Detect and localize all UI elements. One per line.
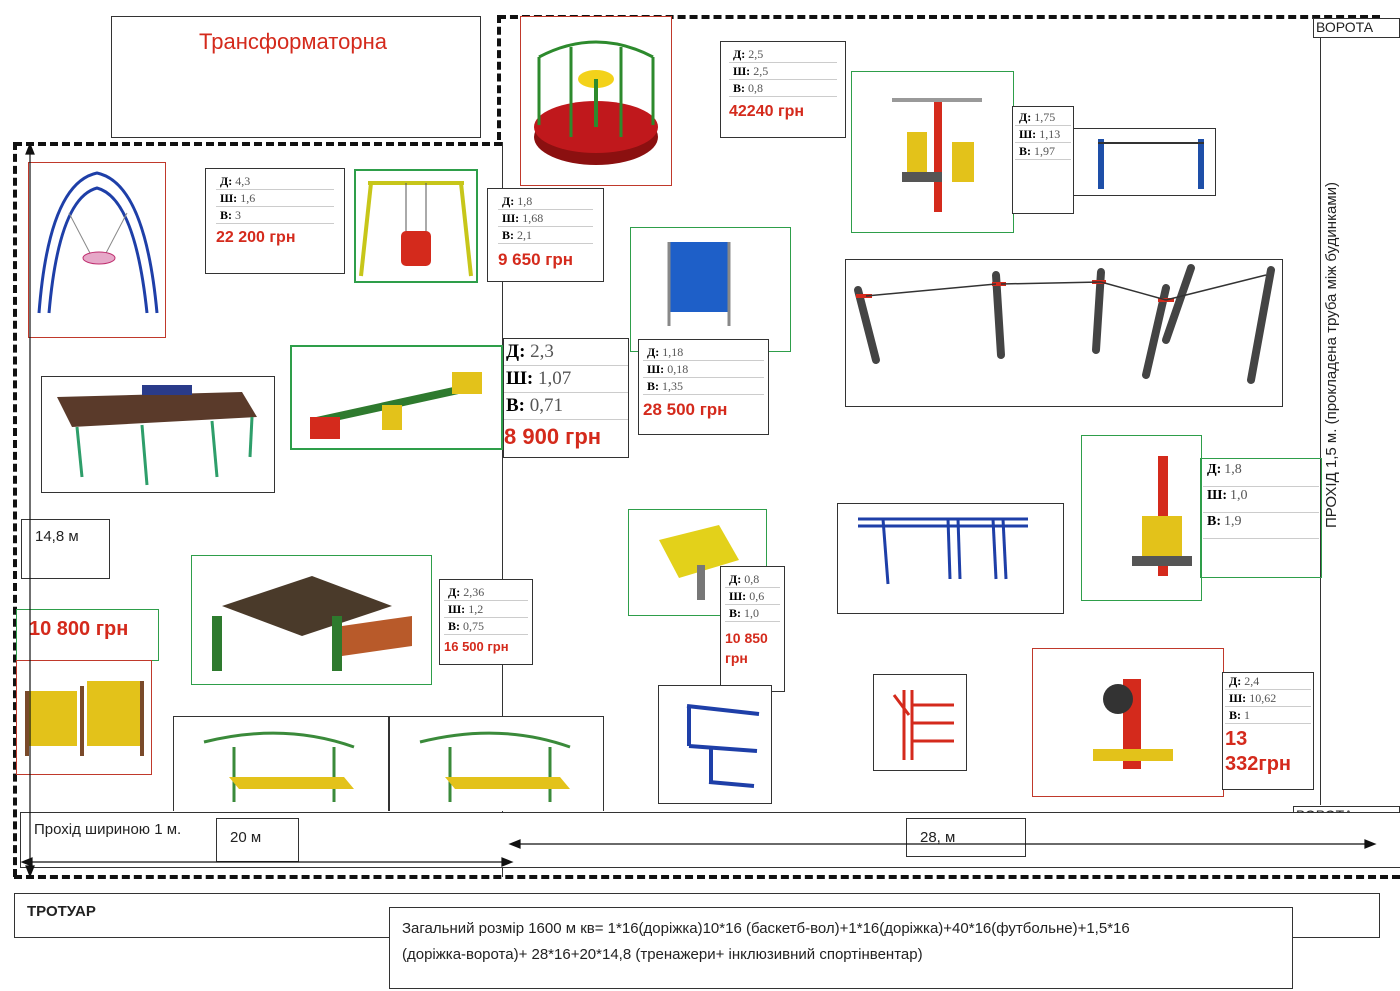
spec-width-row: Ш:0,18 bbox=[643, 361, 764, 378]
spec-height-row: В:3 bbox=[216, 207, 334, 224]
sidewalk-label: ТРОТУАР bbox=[27, 903, 96, 920]
game-panels-image bbox=[16, 660, 152, 775]
spec-height-row: В:2,1 bbox=[498, 227, 593, 244]
chair-swing-image bbox=[354, 169, 478, 283]
summary-line-1: Загальний розмір 1600 м кв= 1*16(доріжка… bbox=[402, 920, 1130, 937]
gate-top: ВОРОТА bbox=[1313, 18, 1400, 38]
spec-length-row: Д:1,8 bbox=[498, 193, 593, 210]
trainer-right-spec: Д:1,8 Ш:1,0 В:1,9 bbox=[1200, 458, 1322, 578]
bench-right-image bbox=[389, 716, 604, 811]
nest-swing-spec: Д:4,3 Ш:1,6 В:3 22 200 грн bbox=[205, 168, 345, 274]
dashed-border-top-left bbox=[14, 142, 502, 146]
spec-height-row: В:0,75 bbox=[444, 618, 528, 635]
trainer-right-image bbox=[1081, 435, 1202, 601]
price-part-currency: 332грн bbox=[1225, 753, 1291, 775]
spec-height-row: В:1 bbox=[1225, 707, 1311, 724]
spec-length-row: Д:0,8 bbox=[725, 571, 780, 588]
carousel-spec: Д:2,5 Ш:2,5 В:0,8 42240 грн bbox=[720, 41, 846, 138]
dimension-height-label: 14,8 м bbox=[21, 519, 110, 579]
spec-width-row: Ш:1,13 bbox=[1015, 126, 1071, 143]
dimension-width-left: 20 м bbox=[216, 818, 299, 862]
pullup-bar-image bbox=[1073, 128, 1216, 196]
spec-length-row: Д:2,36 bbox=[444, 584, 528, 601]
spec-height-row: В:1,9 bbox=[1203, 513, 1319, 539]
spec-length-row: Д:1,18 bbox=[643, 344, 764, 361]
spec-width-row: Ш:2,5 bbox=[729, 63, 837, 80]
trainer-bottom-price: 13 332грн bbox=[1225, 727, 1311, 777]
passage-label: Прохід шириною 1 м. bbox=[34, 821, 182, 838]
bench-left-image bbox=[173, 716, 389, 811]
transformer-label: Трансформаторна bbox=[199, 29, 387, 54]
spec-length-row: Д: 2,3 bbox=[504, 339, 628, 366]
spec-height-row: В:1,35 bbox=[643, 378, 764, 395]
blue-ladder-image bbox=[658, 685, 772, 804]
chair-swing-price: 9 650 грн bbox=[498, 250, 573, 269]
carousel-image bbox=[520, 16, 672, 186]
spec-width-row: Ш:1,0 bbox=[1203, 487, 1319, 513]
summary-line-2: (доріжка-ворота)+ 28*16+20*14,8 (тренаже… bbox=[402, 946, 923, 963]
dashed-border-left bbox=[13, 142, 17, 877]
nest-swing-image bbox=[28, 162, 166, 338]
spec-width-row: Ш:1,68 bbox=[498, 210, 593, 227]
trainer-bottom-spec: Д:2,4 Ш:10,62 В:1 13 332грн bbox=[1222, 672, 1314, 790]
trainer-top-image bbox=[851, 71, 1014, 233]
yellow-table-spec: Д:0,8 Ш:0,6 В:1,0 10 850 грн bbox=[720, 566, 785, 692]
spec-length-row: Д:2,5 bbox=[729, 46, 837, 63]
nest-swing-price: 22 200 грн bbox=[216, 229, 296, 246]
seesaw-spec: Д: 2,3 Ш: 1,07 В: 0,71 8 900 грн bbox=[503, 338, 629, 458]
red-ladder-image bbox=[873, 674, 967, 771]
price-part-number: 10 850 bbox=[725, 630, 768, 646]
transformer-box: Трансформаторна bbox=[111, 16, 481, 138]
spec-length-row: Д:4,3 bbox=[216, 173, 334, 190]
dashed-border-bottom bbox=[14, 875, 1400, 879]
sandbox-image bbox=[191, 555, 432, 685]
spec-height-row: В:1,97 bbox=[1015, 143, 1071, 160]
board-panel-image bbox=[630, 227, 791, 352]
table-tennis-image bbox=[41, 376, 275, 493]
panel-price-label: 10 800 грн bbox=[16, 609, 159, 661]
spec-height-row: В:0,8 bbox=[729, 80, 837, 97]
monkey-bars-image bbox=[837, 503, 1064, 614]
spec-width-row: Ш:1,2 bbox=[444, 601, 528, 618]
obstacle-bars-image bbox=[845, 259, 1283, 407]
price-part-number: 13 bbox=[1225, 728, 1248, 750]
price-part-currency: грн bbox=[725, 650, 748, 666]
dashed-border-top-right bbox=[498, 15, 1380, 19]
spec-width-row: Ш: 1,07 bbox=[504, 366, 628, 393]
spec-height-row: В: 0,71 bbox=[504, 393, 628, 420]
chair-swing-spec: Д:1,8 Ш:1,68 В:2,1 9 650 грн bbox=[487, 188, 604, 282]
yellow-table-price: 10 850 грн bbox=[725, 628, 780, 668]
sandbox-price: 16 500 грн bbox=[444, 639, 509, 654]
yellow-table-image bbox=[628, 509, 767, 616]
inner-line-vertical bbox=[502, 142, 503, 877]
seesaw-image bbox=[290, 345, 503, 450]
dimension-width-right: 28, м bbox=[906, 818, 1026, 857]
spec-length-row: Д:1,8 bbox=[1203, 461, 1319, 487]
board-panel-price: 28 500 грн bbox=[643, 400, 728, 419]
carousel-price: 42240 грн bbox=[729, 103, 805, 120]
seesaw-price: 8 900 грн bbox=[504, 424, 602, 449]
spec-width-row: Ш:1,6 bbox=[216, 190, 334, 207]
spec-width-row: Ш:0,6 bbox=[725, 588, 780, 605]
dashed-border-divider bbox=[497, 15, 501, 140]
trainer-bottom-image bbox=[1032, 648, 1224, 797]
spec-length-row: Д:1,75 bbox=[1015, 109, 1071, 126]
sandbox-spec: Д:2,36 Ш:1,2 В:0,75 16 500 грн bbox=[439, 579, 533, 665]
spec-height-row: В:1,0 bbox=[725, 605, 780, 622]
spec-length-row: Д:2,4 bbox=[1225, 673, 1311, 690]
inner-line-right bbox=[1320, 35, 1321, 805]
summary-box: Загальний розмір 1600 м кв= 1*16(доріжка… bbox=[389, 907, 1293, 989]
spec-width-row: Ш:10,62 bbox=[1225, 690, 1311, 707]
board-panel-spec: Д:1,18 Ш:0,18 В:1,35 28 500 грн bbox=[638, 339, 769, 435]
